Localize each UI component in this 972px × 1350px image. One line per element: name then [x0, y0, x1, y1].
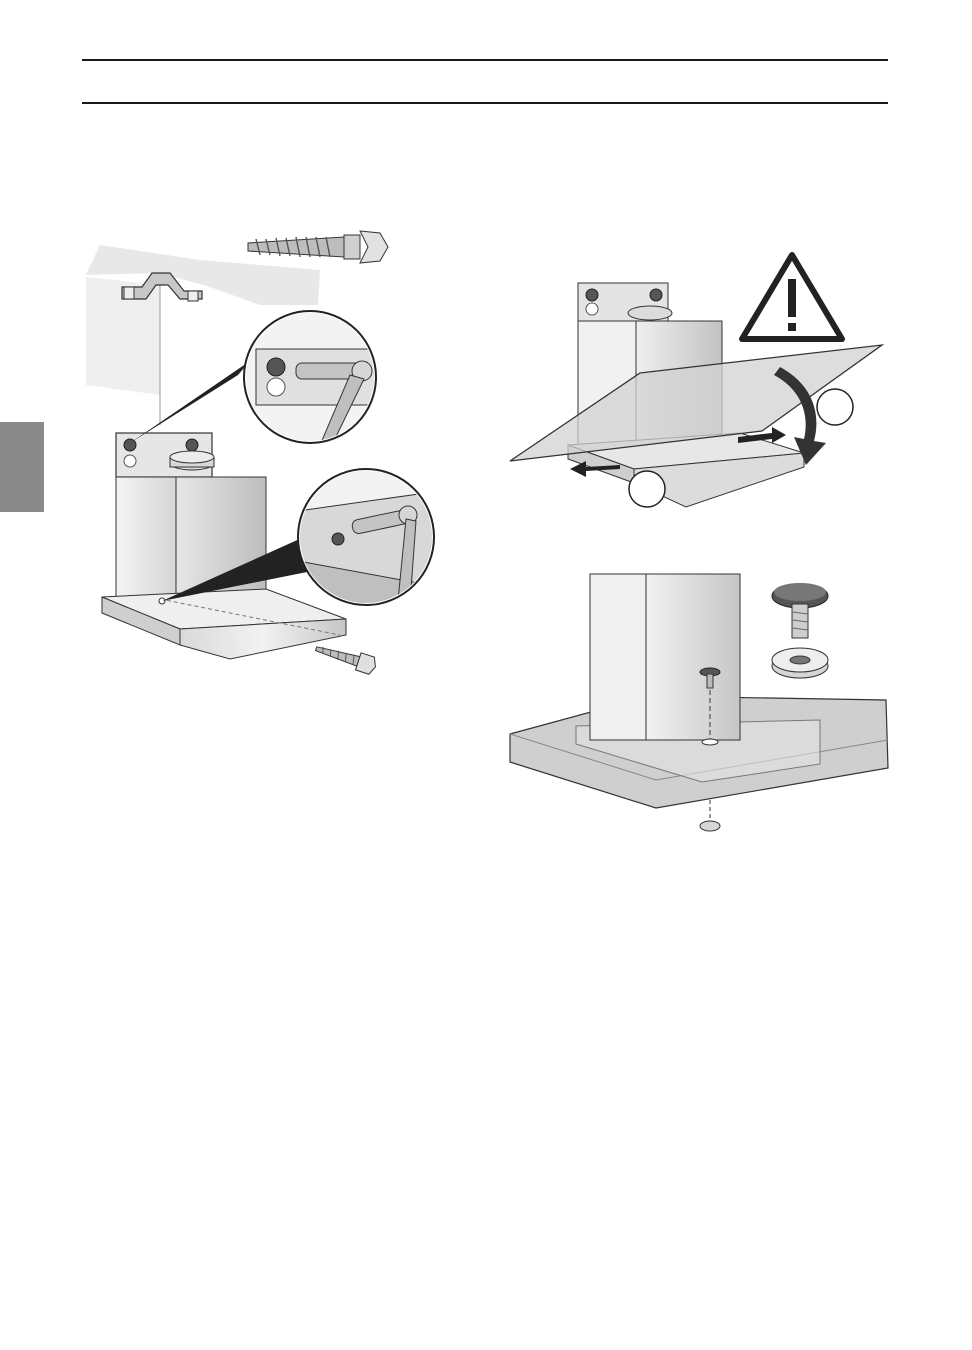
- callout-circle-b: [817, 389, 853, 425]
- knob-detail-icon: [772, 583, 828, 638]
- header-rule-bottom: [82, 102, 888, 104]
- zoom-inset-top-icon: [244, 311, 386, 445]
- wood-screw-icon: [248, 231, 388, 263]
- zoom-inset-bottom-icon: [298, 469, 440, 607]
- warning-triangle-icon: [742, 255, 842, 339]
- wall-mount-screw-illustration: [80, 215, 440, 685]
- header-rule-top: [82, 59, 888, 61]
- section-side-tab: [0, 422, 44, 512]
- base-screw-icon: [314, 639, 379, 675]
- nut-detail-icon: [772, 648, 828, 678]
- glass-fixing-knob-illustration: [510, 574, 890, 834]
- glass-canopy-warning-illustration: [510, 255, 890, 515]
- callout-circle-a: [629, 471, 665, 507]
- bottom-nut-icon: [700, 821, 720, 831]
